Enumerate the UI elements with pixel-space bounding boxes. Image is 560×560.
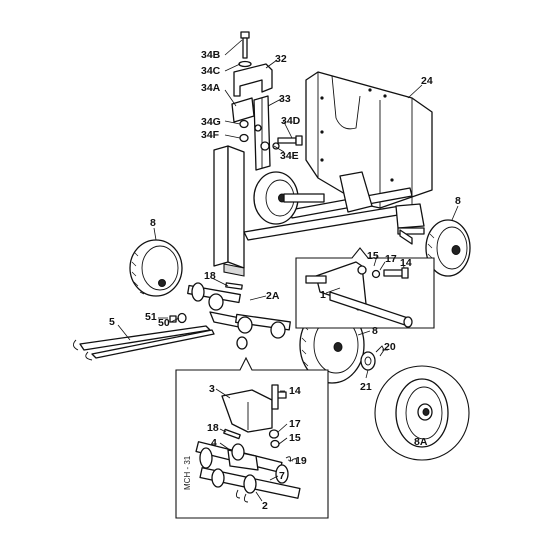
callout-34f: 34F	[201, 129, 220, 141]
callout-7: 7	[279, 470, 285, 482]
callout-15-bottom: 15	[289, 432, 301, 444]
upright-support-33	[233, 63, 273, 171]
clip-20	[375, 345, 385, 357]
drawing-reference-code: MCH - 31	[183, 455, 192, 490]
callout-24: 24	[421, 75, 433, 87]
pin-18-top	[225, 282, 243, 290]
bracket-34a	[231, 97, 255, 123]
washer-34c	[238, 60, 252, 68]
bolt-34b	[240, 31, 250, 59]
callout-34d: 34D	[281, 115, 301, 127]
axle-assembly-2a	[187, 282, 291, 350]
callout-4: 4	[211, 437, 217, 449]
callout-labels: 34B 34C 32 34A 33 34G 34D 34F 34E 24 8 8…	[109, 49, 461, 512]
inset-wheel-8a	[374, 365, 470, 461]
callout-33: 33	[279, 93, 291, 105]
callout-19: 19	[295, 455, 307, 467]
callout-51: 51	[145, 311, 157, 323]
callout-34e: 34E	[280, 150, 299, 162]
callout-32: 32	[275, 53, 287, 65]
inset-axle-1	[295, 247, 435, 329]
callout-20: 20	[384, 341, 396, 353]
callout-17-top: 17	[385, 253, 397, 265]
callout-50: 50	[158, 317, 170, 329]
callout-21: 21	[360, 381, 372, 393]
main-frame	[213, 145, 425, 277]
callout-14-bottom: 14	[289, 385, 301, 397]
callout-34c: 34C	[201, 65, 221, 77]
inset-axle-2	[175, 356, 329, 519]
callout-2a: 2A	[266, 290, 280, 302]
callout-8-front: 8	[372, 325, 378, 337]
hopper-body-24	[305, 71, 433, 209]
pin-51-50	[169, 312, 187, 324]
wheel-8-right	[425, 219, 471, 277]
callout-2: 2	[262, 500, 268, 512]
callout-34a: 34A	[201, 82, 221, 94]
callout-18-bottom: 18	[207, 422, 219, 434]
callout-14-top: 14	[400, 257, 412, 269]
callout-8-left: 8	[150, 217, 156, 229]
callout-8a: 8A	[414, 436, 428, 448]
fixings-34g-34f	[239, 119, 249, 143]
callout-1: 1	[320, 289, 326, 301]
callout-5: 5	[109, 316, 115, 328]
callout-34g: 34G	[201, 116, 221, 128]
leader-lines	[117, 39, 459, 502]
wheel-8-left	[129, 239, 183, 297]
callout-3: 3	[209, 383, 215, 395]
callout-8-right: 8	[455, 195, 461, 207]
fixings-34d-34e	[260, 135, 303, 151]
centre-roller	[253, 171, 325, 225]
callout-34b: 34B	[201, 49, 221, 61]
callout-17-bottom: 17	[289, 418, 301, 430]
tow-handle-5	[73, 325, 215, 361]
callout-15-top: 15	[367, 250, 379, 262]
callout-18-top: 18	[204, 270, 216, 282]
washer-21	[360, 351, 376, 371]
